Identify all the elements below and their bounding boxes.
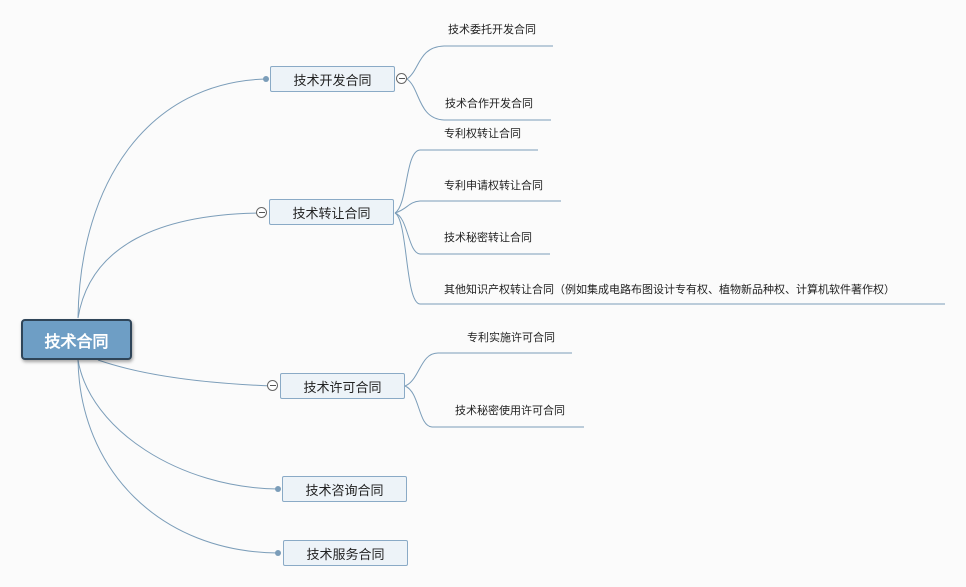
connector-dev-child-2 [406, 78, 551, 121]
subtopic-technical-secret-transfer[interactable]: 技术秘密转让合同 [444, 231, 532, 244]
connector-transfer-child-2 [394, 200, 561, 214]
connector-central-to-transfer [77, 212, 263, 319]
connector-central-to-service [77, 359, 279, 554]
connector-dev-child-1 [406, 45, 553, 80]
connector-dot-dev [263, 76, 269, 82]
connector-license-child-2 [404, 385, 584, 428]
topic-label: 技术转让合同 [292, 206, 371, 222]
connector-license-child-1 [404, 352, 572, 387]
connector-central-to-dev [77, 78, 267, 319]
connector-transfer-child-1 [394, 149, 538, 214]
subtopic-patent-application-transfer[interactable]: 专利申请权转让合同 [444, 179, 543, 192]
collapse-toggle-license[interactable] [267, 380, 278, 391]
central-topic-label: 技术合同 [44, 331, 109, 351]
topic-tech-license[interactable]: 技术许可合同 [280, 373, 405, 399]
collapse-toggle-transfer[interactable] [256, 207, 267, 218]
subtopic-other-ip-transfer[interactable]: 其他知识产权转让合同（例如集成电路布图设计专有权、植物新品种权、计算机软件著作权… [444, 283, 895, 296]
connector-dot-service [275, 550, 281, 556]
subtopic-patent-license[interactable]: 专利实施许可合同 [467, 331, 555, 344]
topic-label: 技术服务合同 [306, 547, 385, 563]
topic-label: 技术开发合同 [293, 73, 372, 89]
topic-label: 技术咨询合同 [305, 483, 384, 499]
connector-transfer-child-3 [394, 212, 550, 255]
subtopic-commissioned-development[interactable]: 技术委托开发合同 [448, 23, 536, 36]
topic-tech-consulting[interactable]: 技术咨询合同 [282, 476, 407, 502]
topic-tech-service[interactable]: 技术服务合同 [283, 540, 408, 566]
connector-dot-consult [275, 486, 281, 492]
subtopic-patent-transfer[interactable]: 专利权转让合同 [444, 127, 521, 140]
central-topic[interactable]: 技术合同 [21, 319, 132, 360]
connector-central-to-consult [77, 359, 279, 490]
subtopic-technical-secret-license[interactable]: 技术秘密使用许可合同 [455, 404, 565, 417]
topic-tech-transfer[interactable]: 技术转让合同 [269, 199, 394, 225]
topic-tech-development[interactable]: 技术开发合同 [270, 66, 395, 92]
connector-transfer-child-4 [394, 212, 945, 305]
topic-label: 技术许可合同 [303, 380, 382, 396]
collapse-toggle-dev[interactable] [396, 73, 407, 84]
subtopic-cooperative-development[interactable]: 技术合作开发合同 [445, 97, 533, 110]
connector-central-to-license [97, 359, 274, 387]
